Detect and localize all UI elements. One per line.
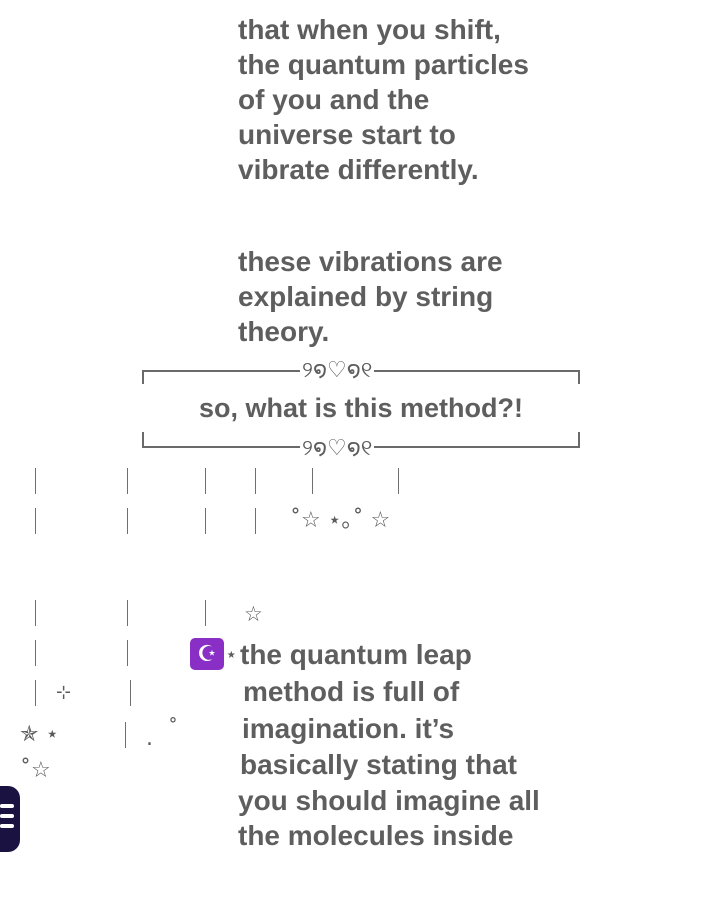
text-line: imagination. it’s: [242, 713, 455, 744]
divider-line: [130, 680, 131, 706]
divider-line: [127, 600, 128, 626]
text-line: vibrate differently.: [238, 154, 479, 185]
star-icon-row: ˚☆ ⋆｡˚ ☆: [290, 508, 391, 533]
divider-line: [35, 640, 36, 666]
divider-line: [127, 640, 128, 666]
banner-bottom-right-corner: [578, 432, 580, 446]
divider-line: [35, 600, 36, 626]
sparkle-icon: ⊹: [56, 682, 72, 703]
divider-line: [312, 468, 313, 494]
text-line: the molecules inside: [238, 820, 514, 851]
star-icon: ˚☆: [20, 758, 51, 783]
divider-line: [205, 468, 206, 494]
text-line: the quantum particles: [238, 49, 529, 80]
star-icon-pair: ✯ ⋆: [20, 722, 60, 747]
divider-line: [127, 468, 128, 494]
menu-icon-bar: [0, 804, 14, 808]
text-line: theory.: [238, 316, 330, 347]
text-line: these vibrations are: [238, 246, 503, 277]
divider-line: [205, 600, 206, 626]
divider-line: [127, 508, 128, 534]
text-line: you should imagine all: [238, 785, 540, 816]
text-line: universe start to: [238, 119, 456, 150]
divider-line: [205, 508, 206, 534]
menu-button[interactable]: [0, 786, 20, 852]
divider-line: [255, 508, 256, 534]
star-icon: ☆: [244, 602, 263, 626]
menu-icon-bar: [0, 824, 14, 828]
dot-icon: .: [146, 726, 153, 751]
text-line: method is full of: [243, 676, 460, 707]
divider-line: [255, 468, 256, 494]
paragraph-intro: that when you shift, the quantum particl…: [238, 12, 529, 187]
banner-bottom-left-corner: [142, 432, 144, 446]
divider-line: [398, 468, 399, 494]
text-line: explained by string: [238, 281, 494, 312]
text-line: that when you shift,: [238, 14, 501, 45]
banner-top-right-corner: [578, 370, 580, 384]
divider-line: [125, 722, 126, 748]
heart-ornament-bottom: ୨໑♡໑୧: [300, 436, 375, 462]
text-line: the quantum leap: [240, 639, 472, 670]
paragraph-method: the quantum leap method is full of imagi…: [238, 636, 540, 853]
menu-icon-bar: [0, 814, 14, 818]
heart-ornament-top: ୨໑♡໑୧: [300, 358, 375, 384]
ring-icon: ˚: [168, 716, 178, 740]
divider-line: [35, 468, 36, 494]
paragraph-string-theory: these vibrations are explained by string…: [238, 244, 503, 349]
divider-line: [35, 508, 36, 534]
section-heading: so, what is this method?!: [198, 393, 523, 423]
text-line: basically stating that: [240, 749, 517, 780]
divider-line: [35, 680, 36, 706]
banner-top-left-corner: [142, 370, 144, 384]
star-icon: ⋆: [225, 642, 238, 666]
moon-icon: ☪: [190, 638, 224, 670]
text-line: of you and the: [238, 84, 430, 115]
